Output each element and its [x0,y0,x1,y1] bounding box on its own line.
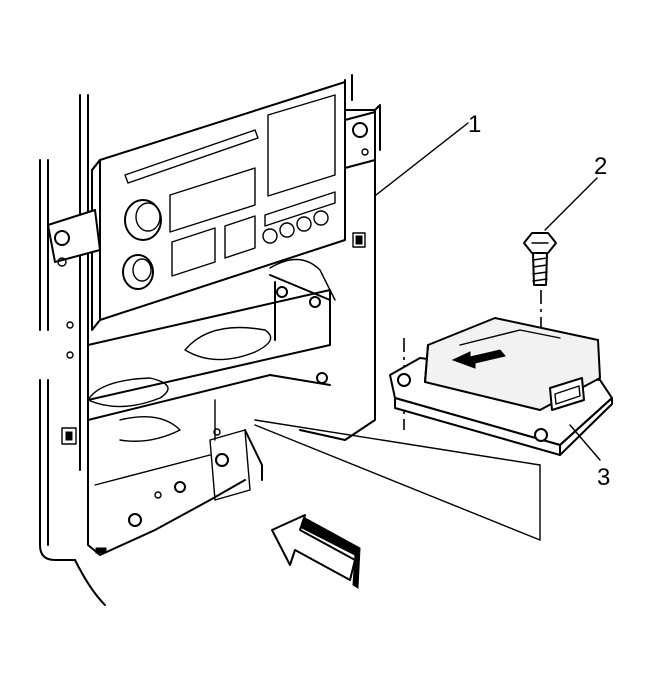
electronic-module [389,317,613,456]
callout-2-label: 2 [594,153,607,180]
callout-3-label: 3 [597,464,610,491]
leader-lines [375,122,601,461]
radio-control-assembly [47,74,381,441]
lower-tray-bracket [87,274,331,556]
mounting-bracket-frame [39,94,106,606]
mounting-bolt [523,232,557,286]
callout-1-label: 1 [468,111,481,138]
view-direction-arrow [271,514,361,589]
